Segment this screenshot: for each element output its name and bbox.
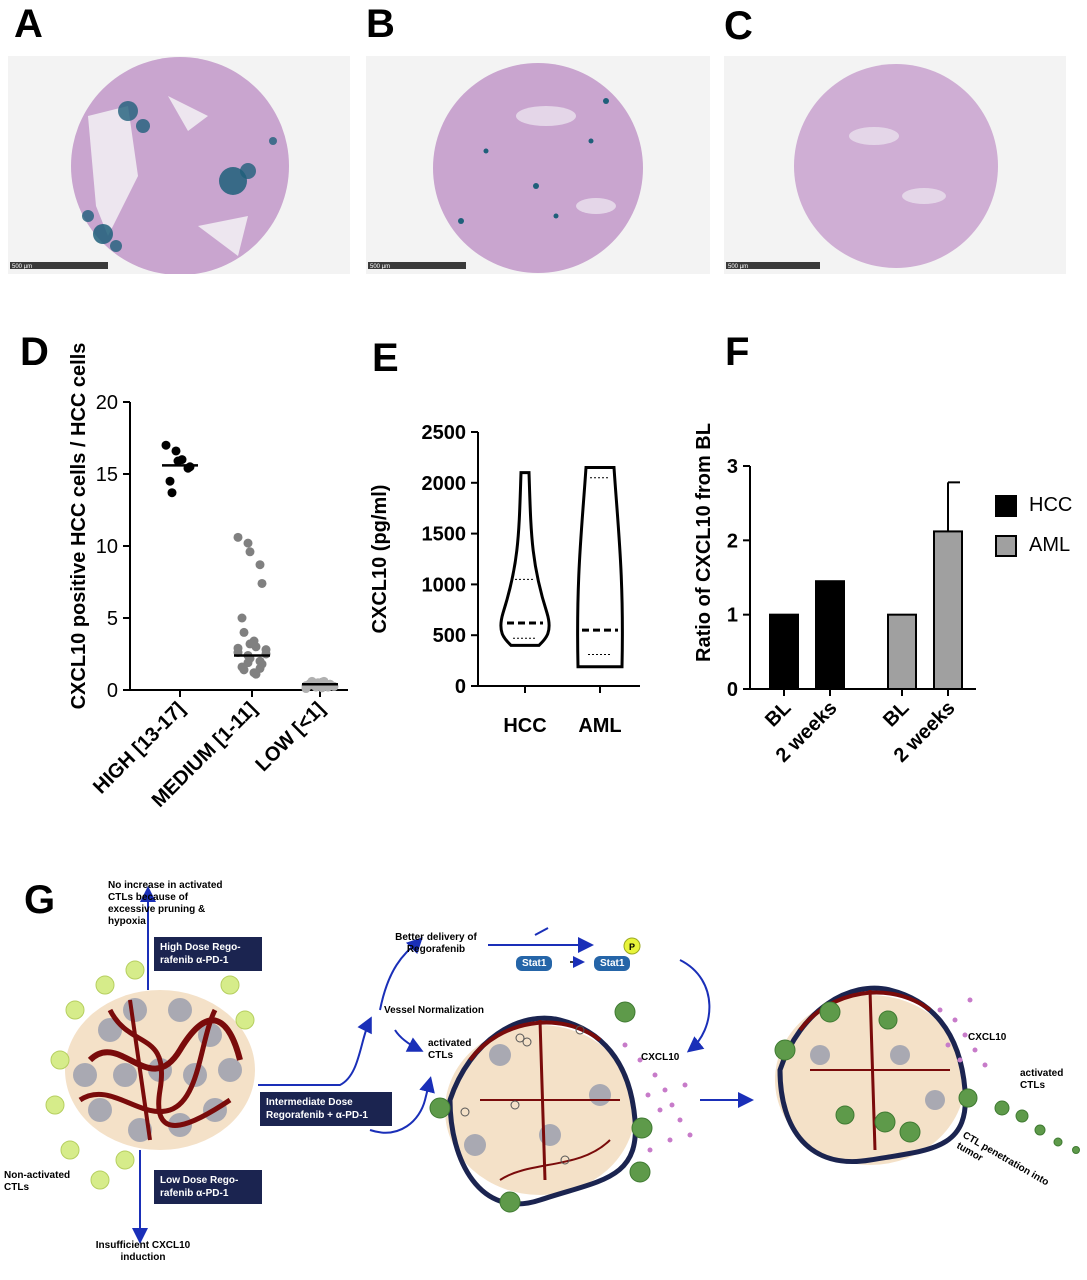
micrograph-b: 500 µm	[366, 56, 710, 274]
y-tick-label: 1	[727, 605, 738, 627]
scale-label-b: 500 µm	[370, 264, 390, 270]
y-tick-label: 1000	[422, 574, 467, 596]
legend-label-hcc: HCC	[1029, 494, 1073, 516]
micrograph-c: 500 µm	[724, 56, 1066, 274]
data-point	[171, 446, 181, 456]
data-point	[245, 639, 255, 649]
x-tick-label: BL	[761, 697, 795, 731]
phospho-icon	[623, 937, 641, 955]
non-activated-ctls	[45, 960, 255, 1190]
y-tick-label: 0	[727, 679, 738, 701]
y-tick-label: 2	[727, 530, 738, 552]
x-tick-label: AML	[578, 715, 621, 737]
data-point	[261, 649, 271, 659]
data-point	[177, 455, 187, 465]
chart-d: 0 5 10 15 20 CXCL10 positive HCC cells / HCC …	[68, 343, 348, 812]
y-tick-label: 1500	[422, 524, 467, 546]
non-activated-label: Non-activated CTLs	[4, 1170, 71, 1193]
y-tick-label: 20	[96, 392, 118, 414]
panel-label-d: D	[20, 330, 49, 374]
legend-swatch-hcc	[995, 494, 1017, 517]
y-tick-label: 10	[96, 536, 118, 558]
phospho-label: P	[628, 942, 635, 952]
vessel-normalization-label: Vessel Normalization	[383, 1005, 485, 1016]
stat1-active: Stat1	[594, 956, 631, 971]
cxcl10-label-2: CXCL10	[968, 1032, 1007, 1043]
bar	[769, 613, 799, 690]
legend-swatch-aml	[995, 534, 1017, 557]
right-tumor	[775, 985, 968, 1165]
legend-label-aml: AML	[1029, 534, 1071, 556]
data-point	[255, 663, 265, 673]
data-point	[257, 578, 267, 588]
bottom-outcome-text: Insufficient CXCL10 induction	[95, 1240, 191, 1263]
better-delivery-label: Better delivery of Regorafenib	[395, 932, 477, 955]
y-axis-title: CXCL10 positive HCC cells / HCC cells	[68, 343, 90, 710]
activated-ctls-label-1: activated CTLs	[428, 1038, 472, 1061]
bar	[815, 580, 845, 691]
panel-label-e: E	[372, 336, 399, 380]
micrograph-a: 500 µm	[8, 56, 350, 274]
data-point	[237, 613, 247, 623]
y-axis-title: CXCL10 (pg/ml)	[369, 485, 391, 634]
violin	[499, 471, 551, 647]
panel-label-c: C	[724, 4, 753, 48]
low-dose-box: Low Dose Rego-rafenib α-PD-1	[154, 1170, 262, 1204]
y-tick-label: 3	[727, 456, 738, 478]
stat1-inactive: Stat1	[516, 956, 553, 971]
data-point	[233, 532, 243, 542]
y-tick-label: 0	[455, 676, 466, 698]
y-tick-label: 500	[433, 625, 466, 647]
data-point	[317, 683, 327, 693]
diagram-g	[45, 886, 1080, 1244]
bar	[887, 613, 917, 690]
top-outcome-text: No increase in activated CTLs because of…	[108, 880, 223, 927]
violin	[576, 466, 624, 669]
panel-label-g: G	[24, 878, 56, 922]
cxcl10-label-1: CXCL10	[641, 1052, 680, 1063]
middle-tumor	[445, 1015, 638, 1207]
y-tick-label: 2000	[422, 473, 467, 495]
left-tumor	[65, 990, 255, 1150]
data-point	[243, 538, 253, 548]
data-point	[255, 560, 265, 570]
scale-label-a: 500 µm	[12, 264, 32, 270]
panel-label-f: F	[725, 330, 750, 374]
data-point	[239, 627, 249, 637]
panel-label-b: B	[366, 2, 395, 46]
data-point	[245, 547, 255, 557]
data-point	[161, 440, 171, 450]
legend-item-aml: AML	[995, 534, 1070, 557]
y-tick-label: 0	[107, 680, 118, 702]
legend-item-hcc: HCC	[995, 494, 1072, 517]
intermediate-dose-box: Intermediate Dose Regorafenib + α-PD-1	[260, 1092, 392, 1126]
bar	[933, 530, 963, 690]
data-point	[243, 658, 253, 668]
cxcl10-dots-right	[937, 997, 988, 1068]
data-point	[167, 488, 177, 498]
data-point	[233, 643, 243, 653]
y-tick-label: 15	[96, 464, 118, 486]
scale-label-c: 500 µm	[728, 264, 748, 270]
activated-ctls-right	[774, 1001, 1080, 1154]
data-point	[165, 476, 175, 486]
y-axis-title: Ratio of CXCL10 from BL	[693, 423, 715, 662]
cxcl10-dots-middle	[622, 1042, 693, 1153]
activated-ctls-label-2: activated CTLs	[1020, 1068, 1064, 1091]
panel-label-a: A	[14, 2, 43, 46]
data-point	[185, 462, 195, 472]
y-tick-label: 2500	[422, 422, 467, 444]
activated-ctls-middle	[429, 1001, 653, 1213]
x-tick-label: HCC	[503, 715, 546, 737]
x-tick-label: BL	[879, 697, 913, 731]
data-point	[239, 665, 249, 675]
x-tick-label: LOW [<1]	[252, 698, 330, 776]
high-dose-box: High Dose Rego-rafenib α-PD-1	[154, 937, 262, 971]
y-tick-label: 5	[107, 608, 118, 630]
